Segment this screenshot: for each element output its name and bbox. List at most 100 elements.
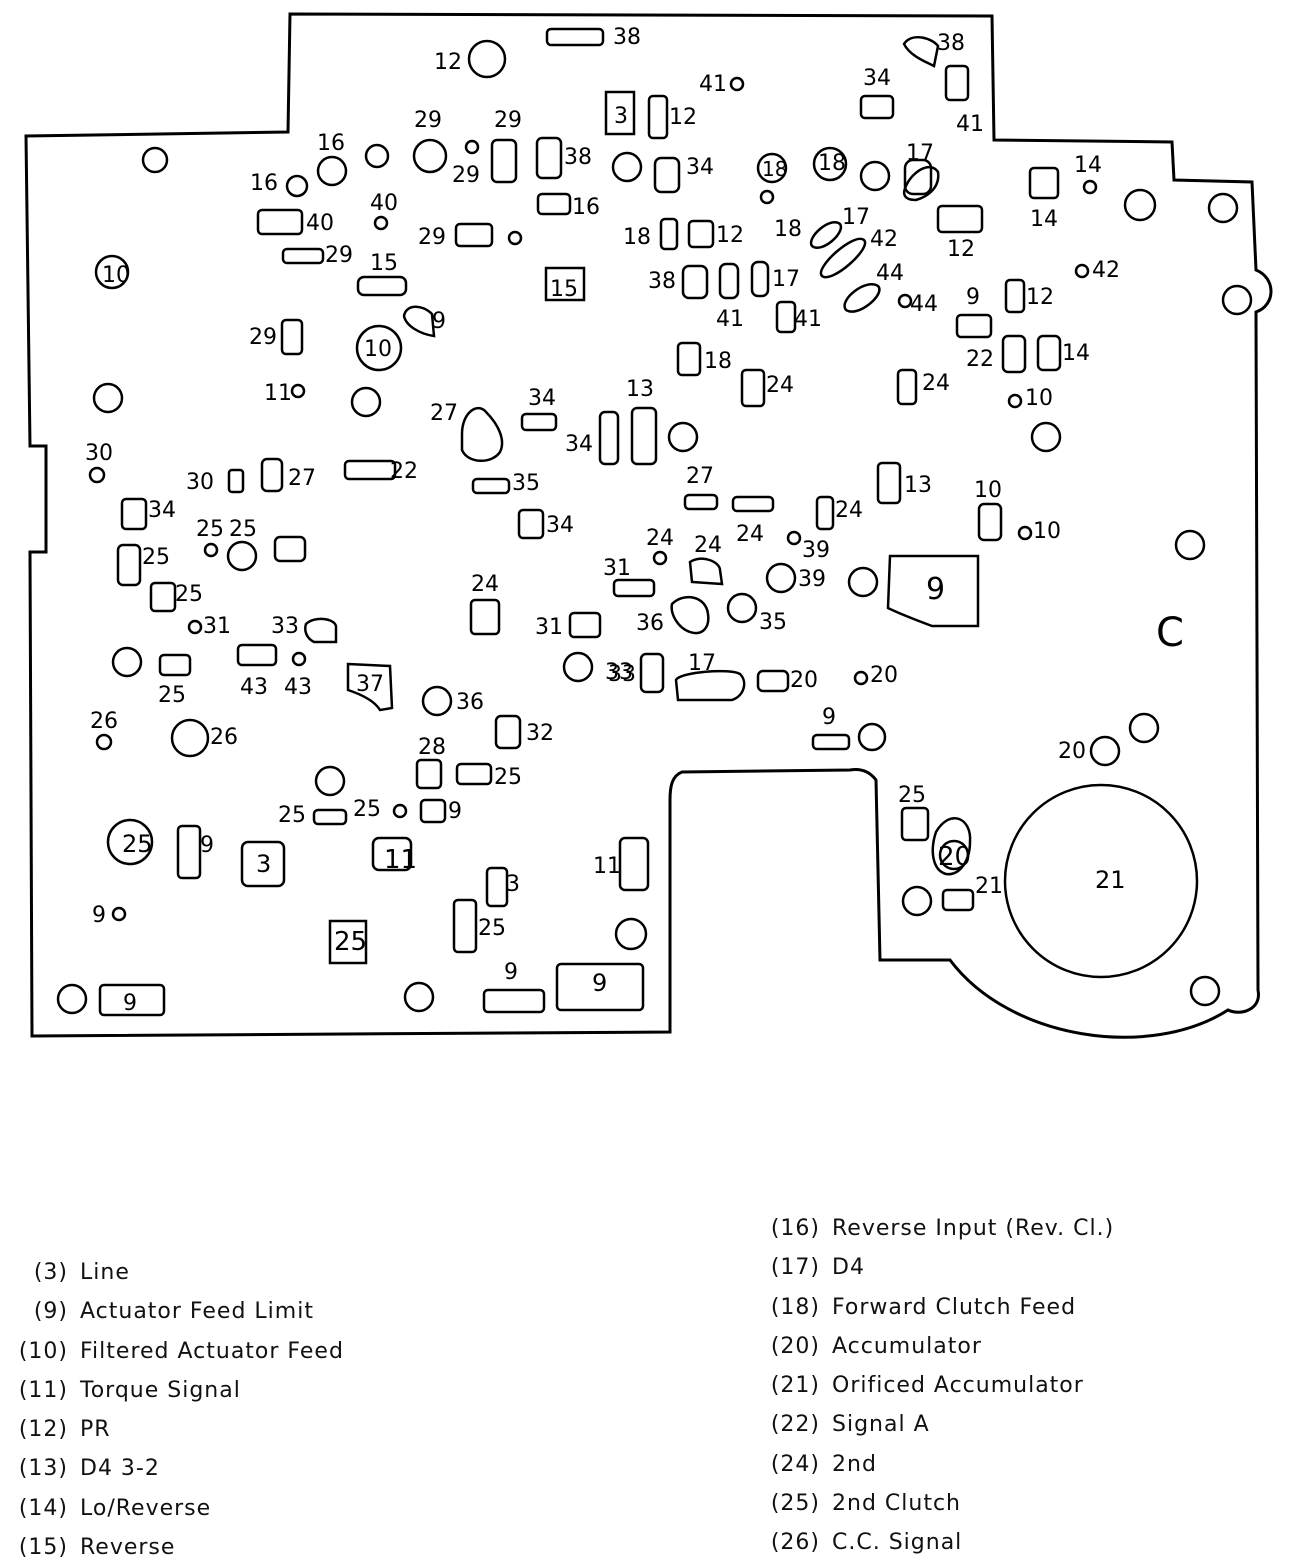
orifice-hole [1189,975,1221,1007]
plate-port-number: 10 [1033,519,1061,544]
plate-port-number: 43 [240,675,268,700]
plate-port-number: 37 [356,672,384,697]
plate-port-number: 18 [774,217,802,242]
passage-slot [98,983,166,1017]
orifice-hole [95,733,113,751]
plate-port-number: 3 [256,850,271,878]
passage-slot [176,824,202,880]
plate-port-number: 14 [1062,341,1090,366]
passage-slot [260,457,284,493]
passage-slot [312,808,348,826]
passage-slot [120,497,148,531]
plate-port-number: 17 [842,205,870,230]
plate-port-number: 14 [1030,207,1058,232]
irregular-passage [346,662,394,712]
circled-port [94,254,130,290]
legend-description: Torque Signal [80,1377,241,1403]
orifice-hole [316,155,348,187]
orifice-hole [859,160,891,192]
passage-slot [545,27,605,47]
plate-port-number: 9 [822,705,836,730]
plate-port-number: 43 [284,675,312,700]
orifice-hole [467,39,507,79]
orifice-hole [897,293,913,309]
plate-port-number: 34 [565,432,593,457]
irregular-passage [674,669,746,702]
passage-slot [731,495,775,513]
legend-item: (15)Reverse [6,1528,344,1567]
orifice-hole [314,765,346,797]
plate-port-number: 40 [306,211,334,236]
passage-slot [485,866,509,908]
passage-slot [1004,278,1026,314]
plate-port-number: 34 [546,513,574,538]
orifice-hole [1082,179,1098,195]
orifice-hole [1123,188,1157,222]
passage-slot [280,318,304,356]
orifice-hole [412,138,448,174]
passage-slot [227,468,245,494]
plate-port-number: 24 [766,373,794,398]
plate-port-number: 33 [271,614,299,639]
plate-port-number: 24 [471,572,499,597]
legend-item: (22)Signal A [770,1405,1114,1444]
passage-slot [653,156,681,194]
orifice-hole [729,76,745,92]
plate-port-number: 17 [688,651,716,676]
legend-number: (10) [18,1338,68,1364]
plate-port-number: 9 [926,572,945,607]
orifice-hole [56,983,88,1015]
plate-port-number: 11 [593,854,621,879]
irregular-passage [304,617,338,644]
legend-item: (20)Accumulator [770,1327,1114,1366]
circled-port [812,146,848,182]
legend-item: (21)Orificed Accumulator [770,1366,1114,1405]
passage-slot [415,758,443,790]
orifice-hole [1007,393,1023,409]
passage-slot [116,543,142,587]
plate-port-number: 9 [92,903,106,928]
legend-description: C.C. Signal [832,1530,963,1556]
passage-slot [1001,334,1027,374]
boxed-label-frame [328,919,368,965]
passage-slot [955,313,993,339]
plate-port-number: 15 [370,251,398,276]
legend-description: 2nd [832,1451,877,1477]
circled-port [106,818,154,866]
passage-slot [647,94,669,140]
passage-slot [740,368,766,408]
plate-port-number: 25 [196,517,224,542]
plate-port-number: 16 [250,171,278,196]
passage-slot [941,888,975,912]
legend-description: Signal A [832,1412,930,1438]
legend-description: Forward Clutch Feed [832,1294,1077,1320]
irregular-passage [670,595,710,635]
legend-number: (17) [770,1255,820,1281]
passage-slot [598,410,620,466]
orifice-hole [1174,529,1206,561]
plate-port-number: 29 [418,225,446,250]
orifice-hole [373,215,389,231]
plate-port-number: 15 [550,277,578,302]
plate-port-number: 25 [122,830,153,858]
plate-port-number: 9 [592,969,607,997]
plate-port-number: 21 [975,874,1003,899]
plate-port-number: 16 [317,131,345,156]
circled-port [756,152,788,184]
passage-slot [419,798,447,824]
plate-port-number: 25 [478,916,506,941]
orifice-hole [285,174,309,198]
legend-number: (18) [770,1294,820,1320]
passage-slot [815,495,835,531]
plate-port-number: 30 [186,470,214,495]
passage-slot [454,222,494,248]
plate-port-number: 25 [353,797,381,822]
passage-slot [681,264,709,300]
plate-port-number: 21 [1095,866,1126,894]
orifice-hole [507,230,523,246]
irregular-passage [902,165,940,202]
plate-port-number: 25 [494,765,522,790]
plate-port-number: 20 [790,668,818,693]
passage-slot [256,208,304,236]
orifice-hole [141,146,169,174]
